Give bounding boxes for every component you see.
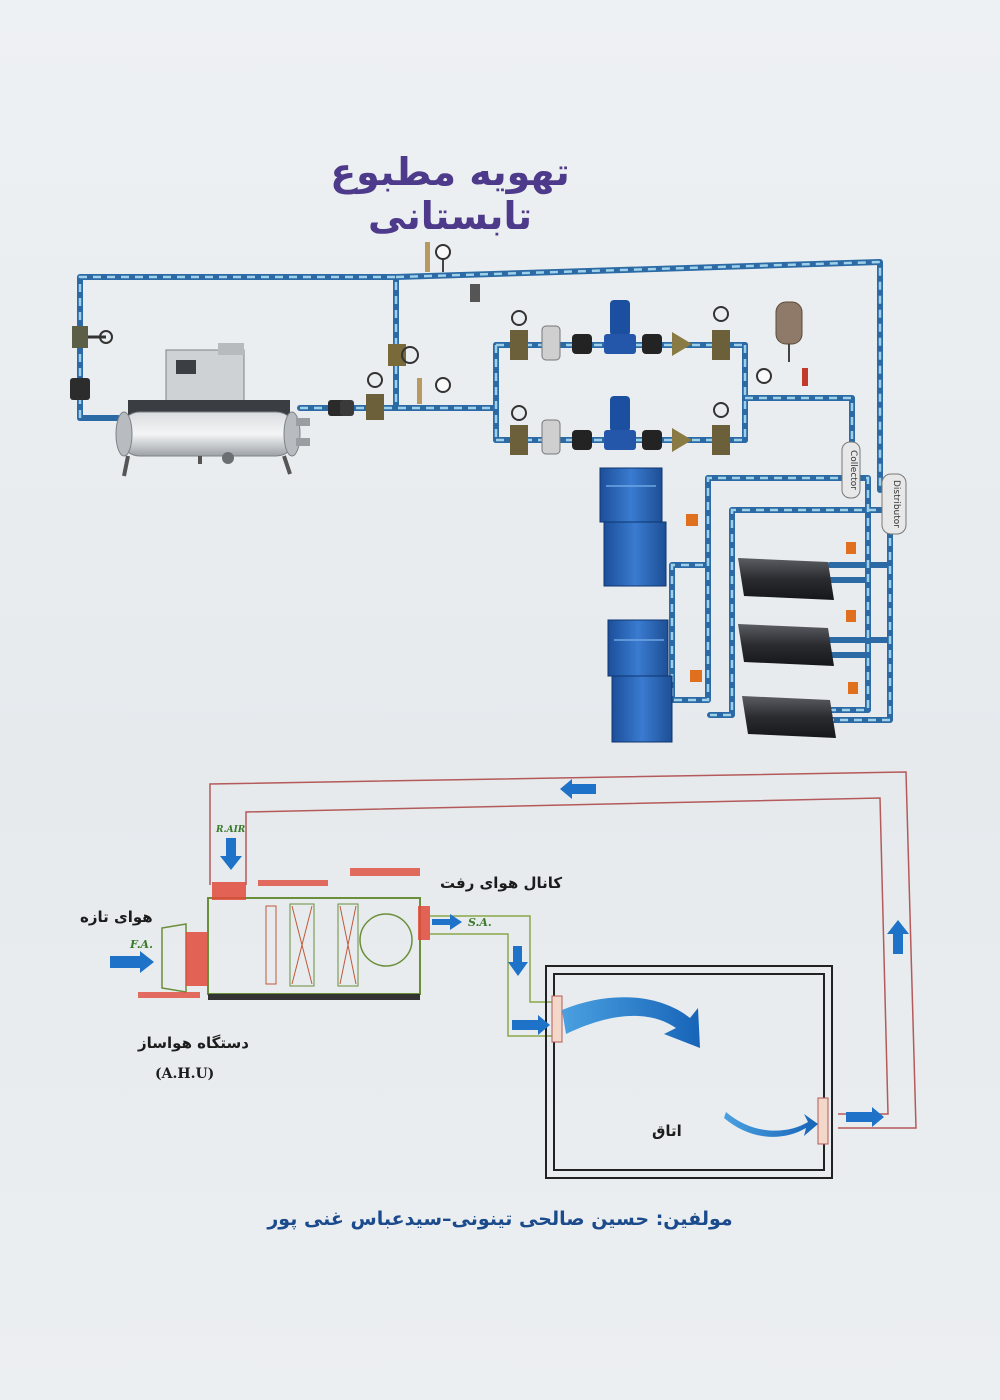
distributor-header: Distributor	[881, 473, 907, 535]
flexible-connector-icon	[572, 430, 592, 450]
flexible-connector-icon	[572, 334, 592, 354]
strainer-icon	[541, 325, 561, 361]
control-valve-icon	[846, 610, 856, 622]
authors: مولفین: حسین صالحی تینونی–سیدعباس غنی پو…	[267, 1208, 733, 1230]
arrow-left-icon	[560, 779, 596, 799]
fan-coil-unit-3	[742, 682, 858, 738]
gate-valve-icon	[366, 372, 384, 420]
book-title: تهویه مطبوع تابستانی	[330, 150, 570, 238]
air-vent-icon	[470, 284, 480, 302]
supply-air-tag: S.A.	[468, 916, 492, 929]
arrow-up-icon	[887, 920, 909, 954]
distributor-label: Distributor	[891, 480, 901, 528]
pump-row-top	[510, 300, 730, 361]
arrow-down-icon	[220, 838, 242, 870]
pressure-gauge-icon	[756, 368, 772, 384]
thermometer-icon	[425, 242, 430, 272]
expansion-tank-icon	[756, 301, 808, 386]
return-damper	[212, 882, 246, 900]
pump-row-bottom	[510, 396, 730, 455]
strainer-icon	[541, 419, 561, 455]
fan-icon	[359, 913, 413, 967]
airflow-arrows	[110, 779, 909, 1127]
gate-valve-icon	[712, 306, 730, 360]
arrow-right-icon	[512, 1015, 550, 1035]
control-valve-icon	[848, 682, 858, 694]
pump-icon	[604, 396, 636, 450]
gate-valve-icon	[510, 310, 528, 360]
strainer-icon	[70, 378, 90, 400]
arrow-down-icon	[508, 946, 528, 976]
collector-label: Collector	[848, 450, 858, 490]
air-handling-unit	[138, 868, 430, 1000]
return-air-tag: R.AIR	[215, 825, 246, 835]
pipe-valves	[70, 242, 480, 420]
gate-valve-icon	[510, 405, 528, 455]
bypass-valve-icon	[388, 344, 419, 366]
room-label: اتاق	[652, 1122, 682, 1140]
arrow-right-icon	[846, 1107, 884, 1127]
return-air-duct	[209, 771, 917, 1129]
flexible-connector-icon	[642, 334, 662, 354]
flexible-connector-icon	[328, 400, 354, 416]
fan-coil-unit-2	[738, 610, 856, 666]
collector-header: Collector	[841, 441, 861, 499]
air-handling-cabinet-top	[599, 467, 698, 587]
supply-duct-label: کانال هوای رفت	[440, 874, 563, 892]
arrow-right-icon	[432, 914, 462, 930]
chiller-unit	[115, 343, 310, 477]
pump-icon	[604, 300, 636, 354]
check-valve-icon	[672, 332, 692, 356]
supply-air-duct	[430, 915, 552, 1037]
check-valve-icon	[672, 428, 692, 452]
control-valve-icon	[690, 670, 702, 682]
control-valve-icon	[686, 514, 698, 526]
pressure-gauge-icon	[417, 377, 451, 404]
fan-coil-unit-1	[738, 542, 856, 600]
fresh-air-damper	[186, 932, 208, 986]
flexible-connector-icon	[642, 430, 662, 450]
fresh-air-tag: F.A.	[129, 938, 153, 951]
supply-airflow-arrow	[562, 997, 700, 1048]
pressure-gauge-icon	[435, 244, 451, 272]
gate-valve-icon	[72, 326, 113, 348]
control-valve-icon	[846, 542, 856, 554]
gate-valve-icon	[712, 402, 730, 455]
air-handling-cabinet-bottom	[607, 619, 702, 743]
ahu-abbr-label: (A.H.U)	[155, 1066, 215, 1082]
return-airflow-arrow	[724, 1112, 818, 1137]
ahu-name-label: دستگاه هواساز	[138, 1034, 249, 1052]
arrow-right-icon	[110, 951, 154, 973]
fresh-air-label: هوای تازه	[80, 908, 153, 926]
room	[545, 965, 833, 1179]
